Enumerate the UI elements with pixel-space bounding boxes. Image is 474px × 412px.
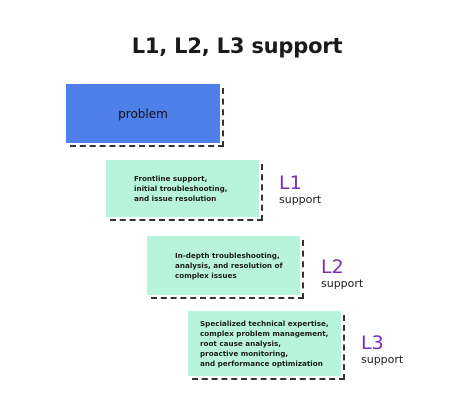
l3-step-shadow [192, 315, 345, 380]
l2-box: In-depth troubleshooting, analysis, and … [147, 236, 300, 295]
l1-desc-line: initial troubleshooting, [134, 183, 228, 193]
l3-desc-line: complex problem management, [200, 328, 329, 338]
l1-label: L1 support [279, 173, 321, 207]
l1-desc-line: and issue resolution [134, 193, 217, 203]
l3-word: support [361, 353, 404, 366]
l3-box: Specialized technical expertise, complex… [188, 311, 341, 376]
l2-desc-line: complex issues [175, 270, 237, 280]
l1-word: support [279, 193, 322, 206]
l3-label: L3 support [361, 333, 403, 367]
l2-step: In-depth troubleshooting, analysis, and … [147, 236, 304, 299]
l3-step: Specialized technical expertise, complex… [188, 311, 345, 380]
l2-label: L2 support [321, 257, 363, 291]
l3-desc-line: and performance optimization [200, 358, 323, 368]
l3-desc-line: Specialized technical expertise, [200, 318, 329, 328]
problem-box: problem [66, 84, 220, 143]
l2-desc-line: analysis, and resolution of [175, 260, 283, 270]
l1-code: L1 [279, 172, 302, 194]
l1-desc-line: Frontline support, [134, 173, 208, 183]
l2-step-shadow [151, 240, 304, 299]
l1-step-shadow [110, 164, 263, 221]
l2-code: L2 [321, 256, 344, 278]
diagram-title: L1, L2, L3 support [131, 34, 343, 58]
l3-code: L3 [361, 332, 384, 354]
l1-step: Frontline support, initial troubleshooti… [106, 160, 263, 221]
problem-label: problem [118, 106, 168, 121]
problem-step-shadow [70, 88, 224, 147]
l2-desc-line: In-depth troubleshooting, [175, 250, 280, 260]
l2-word: support [321, 277, 364, 290]
l3-desc-line: proactive monitoring, [200, 348, 289, 358]
l1-box: Frontline support, initial troubleshooti… [106, 160, 259, 217]
l3-desc-line: root cause analysis, [200, 338, 281, 348]
problem-step: problem [66, 84, 224, 147]
